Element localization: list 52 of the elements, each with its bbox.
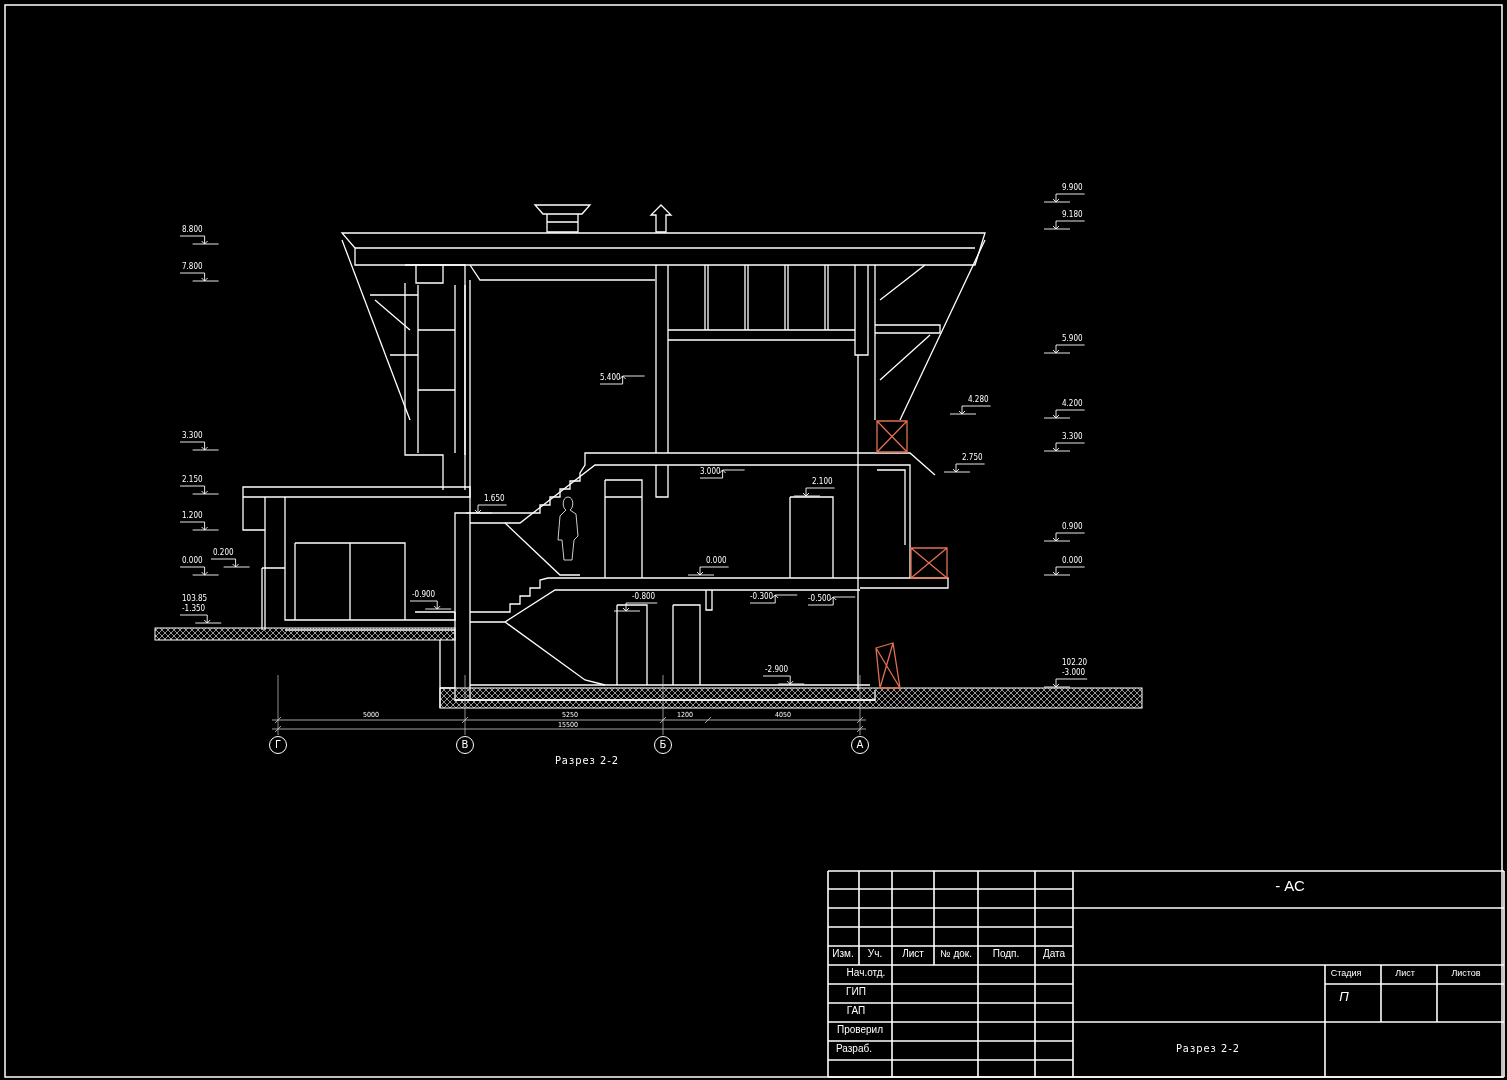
elevation-mark: 0.000	[182, 557, 203, 565]
elevation-mark: -2.900	[765, 666, 789, 674]
title-block-heading: ГАП	[846, 1006, 866, 1016]
elevation-mark: -1.350	[182, 605, 206, 613]
elevation-mark: 103.85	[182, 595, 208, 603]
elevation-mark: 4.200	[1062, 400, 1083, 408]
elevation-mark: -0.500	[808, 595, 832, 603]
elevation-mark: 0.900	[1062, 523, 1083, 531]
elevation-mark: 4.280	[968, 396, 989, 404]
elevation-mark: -0.900	[412, 591, 436, 599]
title-block-heading: Проверил	[836, 1025, 884, 1035]
title-block-heading: ГИП	[846, 987, 866, 997]
elevation-mark: 5.900	[1062, 335, 1083, 343]
elevation-mark: -0.800	[632, 593, 656, 601]
axis-bubble: В	[456, 736, 474, 754]
elevation-mark: 9.900	[1062, 184, 1083, 192]
elevation-mark: 102.20	[1062, 659, 1088, 667]
elevation-mark: 2.150	[182, 476, 203, 484]
title-block-heading: Разраб.	[836, 1044, 872, 1054]
elevation-mark: 3.300	[182, 432, 203, 440]
elevation-mark: 2.100	[812, 478, 833, 486]
drawing-title: Разрез 2-2	[1175, 1043, 1241, 1054]
title-block-heading: Стадия	[1330, 969, 1362, 978]
title-block-heading: Листов	[1451, 969, 1481, 978]
stage-value: П	[1339, 990, 1349, 1003]
elevation-mark: 5.400	[600, 374, 621, 382]
axis-bubble: А	[851, 736, 869, 754]
elevation-mark: 7.800	[182, 263, 203, 271]
title-block-heading: Дата	[1042, 949, 1066, 959]
elevation-mark: 2.750	[962, 454, 983, 462]
elevation-mark: 3.300	[1062, 433, 1083, 441]
title-block-heading: Лист	[1395, 969, 1415, 978]
elevation-mark: 1.200	[182, 512, 203, 520]
elevation-mark: 0.000	[1062, 557, 1083, 565]
drawing-title: Разрез 2-2	[554, 755, 620, 766]
elevation-mark: 1.650	[484, 495, 505, 503]
title-block-heading: Подп.	[992, 949, 1020, 959]
elevation-mark: -3.000	[1062, 669, 1086, 677]
elevation-mark: 0.200	[213, 549, 234, 557]
elevation-mark: 3.000	[700, 468, 721, 476]
axis-bubble: Г	[269, 736, 287, 754]
axis-bubble: Б	[654, 736, 672, 754]
elevation-mark: -0.300	[750, 593, 774, 601]
title-block-heading: Нач.отд.	[846, 968, 886, 978]
elevation-mark: 8.800	[182, 226, 203, 234]
drawing-code: - АС	[1275, 878, 1305, 893]
elevation-mark: 9.180	[1062, 211, 1083, 219]
title-block-heading: Изм.	[832, 949, 854, 959]
title-block-heading: Уч.	[867, 949, 883, 959]
elevation-mark: 0.000	[706, 557, 727, 565]
title-block-heading: Лист	[902, 949, 924, 959]
title-block-heading: № док.	[939, 949, 973, 959]
